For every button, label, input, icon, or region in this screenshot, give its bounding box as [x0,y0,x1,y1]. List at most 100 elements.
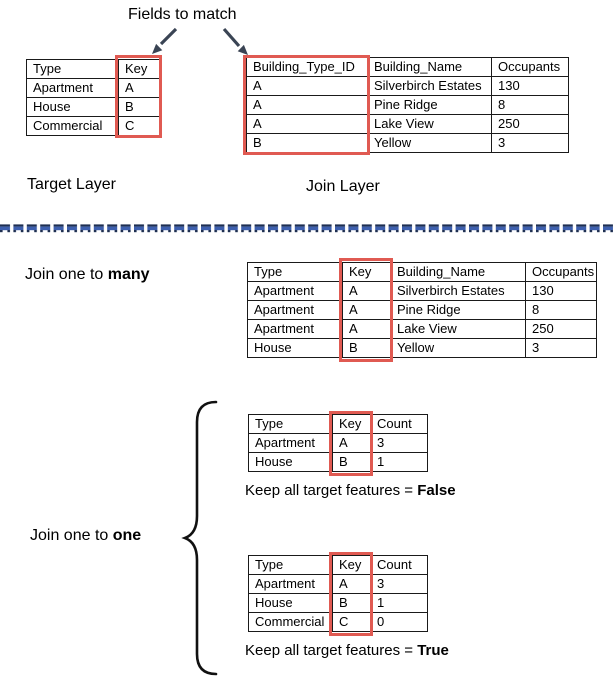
table-cell: Pine Ridge [367,95,492,115]
table-cell: A [342,281,391,301]
column-header: Key [332,414,371,434]
section-divider-icon [0,224,613,233]
join-one-to-one-label: Join one to one [30,527,141,545]
column-header: Key [342,262,391,282]
table-cell: Apartment [248,433,333,453]
table-cell: House [248,593,333,613]
arrow-left-shaft-icon [159,27,178,46]
keep-false-caption-prefix: Keep all target features = [245,482,418,499]
join-one-to-many-label: Join one to many [25,266,150,284]
column-header: Building_Type_ID [246,57,368,77]
one-to-one-brace-icon [181,400,218,676]
table-cell: 3 [370,574,428,594]
column-header: Key [332,555,371,575]
table-cell: Apartment [247,300,343,320]
table-cell: A [246,95,368,115]
table-cell: Commercial [248,612,333,632]
table-cell: Apartment [248,574,333,594]
table-cell: Apartment [247,319,343,339]
column-header: Occupants [524,262,598,282]
join-one-to-one-label-bold: one [112,527,142,544]
table-cell: A [246,76,368,96]
table-cell: Commercial [26,116,119,136]
arrow-right-head-icon [237,44,248,55]
keep-false-caption-bold: False [417,482,456,499]
keep-true-caption-prefix: Keep all target features = [245,642,418,659]
table-cell: 130 [524,281,598,301]
table-cell: B [246,133,368,153]
arrow-left-head-icon [152,43,163,54]
join-one-to-many-label-prefix: Join one to [25,266,108,283]
table-cell: A [342,319,391,339]
join-one-to-many-label-bold: many [107,266,150,283]
column-header: Count [370,555,428,575]
column-header: Key [118,59,160,79]
table-cell: B [118,97,160,117]
fields-to-match-arrows-icon [152,27,248,55]
column-header: Occupants [491,57,569,77]
join-one-to-one-label-prefix: Join one to [30,527,113,544]
table-cell: A [332,433,371,453]
fields-to-match-label: Fields to match [128,6,237,23]
table-cell: Pine Ridge [390,300,526,320]
table-cell: 3 [370,433,428,453]
table-cell: B [332,452,371,472]
keep-true-caption-bold: True [417,642,449,659]
table-cell: 8 [491,95,569,115]
table-cell: Apartment [26,78,119,98]
keep-false-caption: Keep all target features = False [245,482,456,499]
table-cell: Lake View [390,319,526,339]
table-cell: A [118,78,160,98]
table-cell: A [332,574,371,594]
column-header: Type [26,59,119,79]
table-cell: Lake View [367,114,492,134]
table-cell: 8 [524,300,598,320]
table-cell: 1 [370,593,428,613]
table-cell: 0 [370,612,428,632]
table-cell: 250 [524,319,598,339]
table-cell: 130 [491,76,569,96]
table-cell: 1 [370,452,428,472]
table-cell: B [342,338,391,358]
keep-true-caption: Keep all target features = True [245,642,449,659]
table-cell: Apartment [247,281,343,301]
column-header: Count [370,414,428,434]
column-header: Type [247,262,343,282]
table-cell: House [247,338,343,358]
arrow-right-shaft-icon [222,27,241,48]
table-cell: A [342,300,391,320]
table-cell: B [332,593,371,613]
column-header: Building_Name [390,262,526,282]
table-cell: C [332,612,371,632]
column-header: Type [248,414,333,434]
table-cell: Yellow [390,338,526,358]
column-header: Type [248,555,333,575]
table-cell: Silverbirch Estates [367,76,492,96]
table-cell: 250 [491,114,569,134]
table-cell: House [26,97,119,117]
table-cell: C [118,116,160,136]
join-layer-label: Join Layer [306,178,380,195]
table-cell: 3 [524,338,598,358]
table-cell: A [246,114,368,134]
table-cell: Silverbirch Estates [390,281,526,301]
